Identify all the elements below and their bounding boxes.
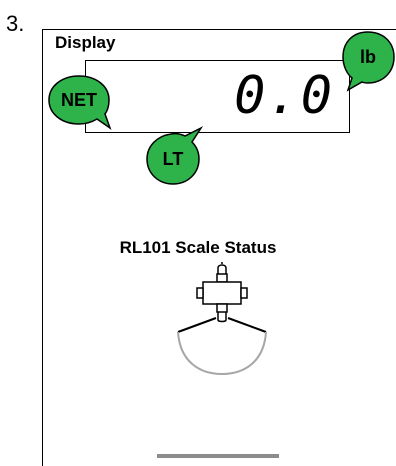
content-frame — [42, 29, 396, 466]
lb-indicator-label: lb — [360, 46, 376, 67]
lb-indicator-bubble: lb — [338, 30, 396, 92]
scale-status-title: RL101 Scale Status — [119, 238, 277, 257]
home-indicator-bar[interactable] — [157, 454, 279, 458]
lt-bubble-icon — [146, 126, 204, 185]
lt-indicator-label: LT — [162, 148, 184, 169]
hanging-scale-icon — [177, 262, 267, 376]
net-indicator-bubble: NET — [47, 74, 112, 130]
net-indicator-label: NET — [61, 89, 97, 110]
display-panel — [85, 60, 350, 133]
weight-readout: 0.0 — [234, 66, 334, 126]
lt-indicator-bubble: LT — [143, 124, 204, 186]
display-section-title: Display — [55, 33, 116, 52]
net-bubble-icon — [48, 75, 112, 130]
step-number: 3. — [6, 11, 25, 36]
lb-bubble-icon — [342, 31, 395, 92]
